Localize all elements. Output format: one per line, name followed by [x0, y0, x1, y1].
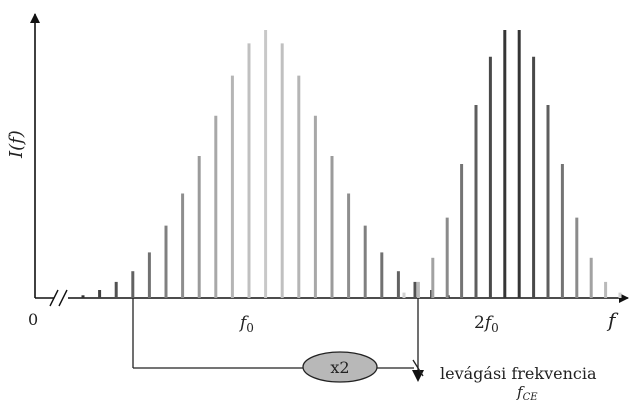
harmonic-label: 2f0: [474, 313, 499, 335]
harmonic-label-sub: 0: [491, 321, 499, 335]
cutoff-symbol: fCE: [516, 383, 538, 403]
doubler-label: x2: [330, 358, 349, 377]
y-axis-label: I(f): [6, 130, 27, 159]
cutoff-symbol-base: f: [516, 383, 525, 401]
axis-break-marks: [49, 288, 68, 308]
fundamental-label-base: f: [238, 313, 249, 333]
harmonic-label-base: f: [483, 313, 494, 333]
fundamental-label: f0: [238, 313, 254, 335]
comb-teeth: [81, 30, 622, 298]
fundamental-label-sub: 0: [246, 321, 254, 335]
harmonic-label-coef: 2: [474, 313, 485, 333]
heterodyne-path: [132, 298, 424, 382]
cutoff-symbol-sub: CE: [523, 392, 539, 403]
frequency-doubler: x2: [302, 351, 378, 383]
x-axis-label: f: [606, 308, 619, 332]
origin-label: 0: [28, 310, 38, 329]
cutoff-label: levágási frekvencia: [440, 364, 597, 383]
